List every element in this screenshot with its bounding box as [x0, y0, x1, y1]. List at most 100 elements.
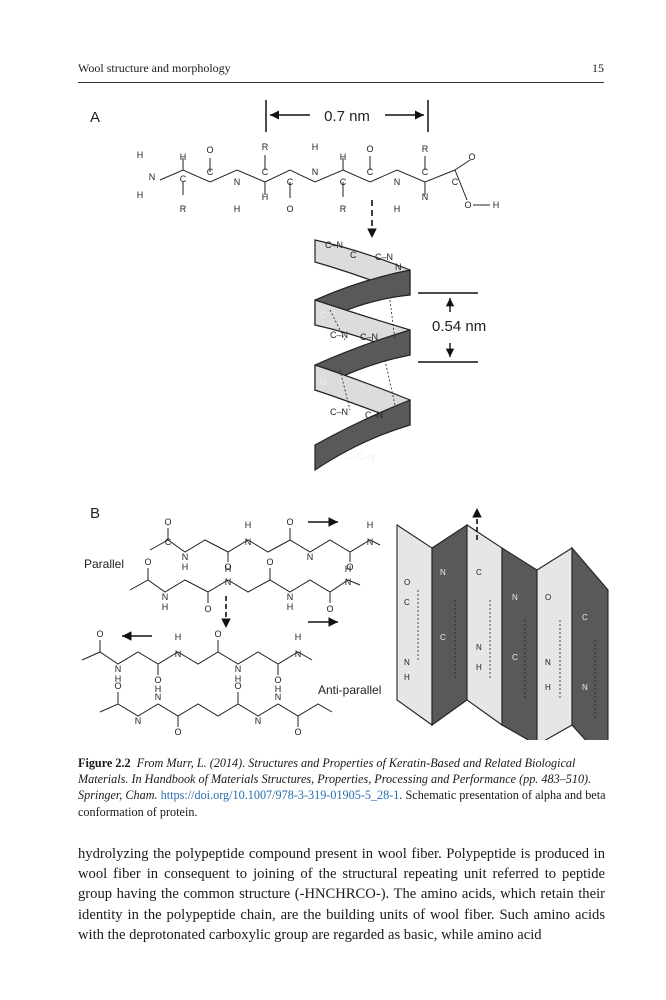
alpha-helix: [314, 239, 411, 472]
svg-text:C: C: [180, 174, 187, 184]
svg-text:N: N: [345, 577, 352, 587]
svg-text:C–N: C–N: [360, 332, 378, 342]
svg-text:H: H: [162, 602, 169, 612]
svg-text:R: R: [422, 144, 429, 154]
svg-text:C: C: [512, 653, 518, 662]
svg-text:N: N: [422, 192, 429, 202]
svg-text:H: H: [137, 190, 144, 200]
svg-text:C–N: C–N: [330, 330, 348, 340]
antiparallel-label: Anti-parallel: [318, 683, 381, 697]
svg-text:C–N: C–N: [330, 407, 348, 417]
svg-text:C: C: [207, 167, 214, 177]
svg-text:N: N: [234, 177, 241, 187]
parallel-label: Parallel: [84, 557, 124, 571]
svg-text:C: C: [452, 177, 459, 187]
svg-text:H: H: [312, 142, 319, 152]
svg-text:H: H: [295, 632, 302, 642]
svg-text:H: H: [245, 520, 252, 530]
body-paragraph: hydrolyzing the polypeptide compound pre…: [78, 846, 605, 943]
svg-text:C–N: C–N: [365, 410, 383, 420]
svg-text:H: H: [182, 562, 189, 572]
svg-text:N: N: [287, 592, 294, 602]
svg-text:C: C: [350, 250, 357, 260]
svg-text:C–N: C–N: [325, 240, 343, 250]
svg-text:O: O: [144, 557, 151, 567]
svg-text:O: O: [154, 675, 161, 685]
svg-text:H: H: [493, 200, 500, 210]
svg-text:N: N: [307, 552, 314, 562]
svg-text:O: O: [204, 604, 211, 614]
svg-text:H: H: [340, 152, 347, 162]
svg-text:N: N: [275, 692, 282, 702]
svg-text:N: N: [582, 683, 588, 692]
svg-text:R: R: [180, 204, 187, 214]
figure-alpha-beta-conformation: A 0.7 nm HNH HCR OC NH RCH CO HN HCR OC …: [81, 100, 609, 740]
svg-text:O: O: [174, 727, 181, 737]
svg-text:N: N: [545, 658, 551, 667]
svg-text:O: O: [234, 681, 241, 691]
figure-label: Figure 2.2: [78, 756, 131, 770]
svg-text:C: C: [287, 177, 294, 187]
svg-text:C: C: [340, 177, 347, 187]
svg-text:O: O: [326, 604, 333, 614]
svg-text:H: H: [476, 663, 482, 672]
page-number: 15: [592, 61, 604, 75]
svg-text:N: N: [395, 262, 402, 272]
svg-text:C: C: [404, 598, 410, 607]
svg-text:N: N: [255, 716, 262, 726]
svg-text:N: N: [115, 664, 122, 674]
running-title: Wool structure and morphology: [78, 61, 231, 75]
svg-text:N: N: [394, 177, 401, 187]
svg-text:H: H: [545, 683, 551, 692]
svg-text:H: H: [345, 564, 352, 574]
svg-text:H: H: [235, 674, 242, 684]
svg-text:C: C: [476, 568, 482, 577]
svg-text:N: N: [182, 552, 189, 562]
sheet-hydrogen-bonds: [417, 590, 596, 720]
svg-text:N: N: [312, 167, 319, 177]
svg-text:N: N: [235, 664, 242, 674]
svg-text:O: O: [266, 557, 273, 567]
beta-pleated-sheet: [396, 523, 609, 740]
svg-text:N: N: [162, 592, 169, 602]
svg-text:H: H: [155, 684, 162, 694]
svg-text:N: N: [295, 649, 302, 659]
svg-text:O: O: [164, 517, 171, 527]
svg-text:N: N: [367, 537, 374, 547]
helix-pitch-label: 0.54 nm: [432, 318, 486, 335]
svg-text:C: C: [367, 167, 374, 177]
svg-text:N: N: [476, 643, 482, 652]
svg-text:C: C: [422, 167, 429, 177]
figure-doi-link[interactable]: https://doi.org/10.1007/978-3-319-01905-…: [160, 788, 400, 803]
svg-text:N: N: [135, 716, 142, 726]
svg-text:O: O: [286, 204, 293, 214]
svg-text:C: C: [320, 310, 327, 320]
figure-source: From Murr, L. (2014). Structures and Pro…: [78, 756, 592, 803]
svg-text:H: H: [394, 204, 401, 214]
svg-text:N: N: [225, 577, 232, 587]
panel-a-label: A: [90, 109, 100, 126]
svg-text:N: N: [440, 568, 446, 577]
polypeptide-chain: [159, 155, 490, 206]
svg-text:H: H: [287, 602, 294, 612]
svg-text:C: C: [582, 613, 588, 622]
svg-text:H: H: [180, 152, 187, 162]
svg-text:H: H: [175, 632, 182, 642]
svg-text:H: H: [404, 673, 410, 682]
residue-length-dimension: [265, 100, 429, 132]
figure-caption: Figure 2.2 From Murr, L. (2014). Structu…: [78, 755, 608, 820]
svg-text:H: H: [115, 674, 122, 684]
svg-text:N: N: [404, 658, 410, 667]
svg-text:O: O: [464, 200, 471, 210]
parallel-chains: [129, 528, 381, 603]
svg-text:O: O: [206, 145, 213, 155]
svg-text:H: H: [225, 564, 232, 574]
panel-b-label: B: [90, 505, 100, 522]
svg-text:R: R: [262, 142, 269, 152]
svg-text:O: O: [214, 629, 221, 639]
svg-text:N: N: [155, 692, 162, 702]
